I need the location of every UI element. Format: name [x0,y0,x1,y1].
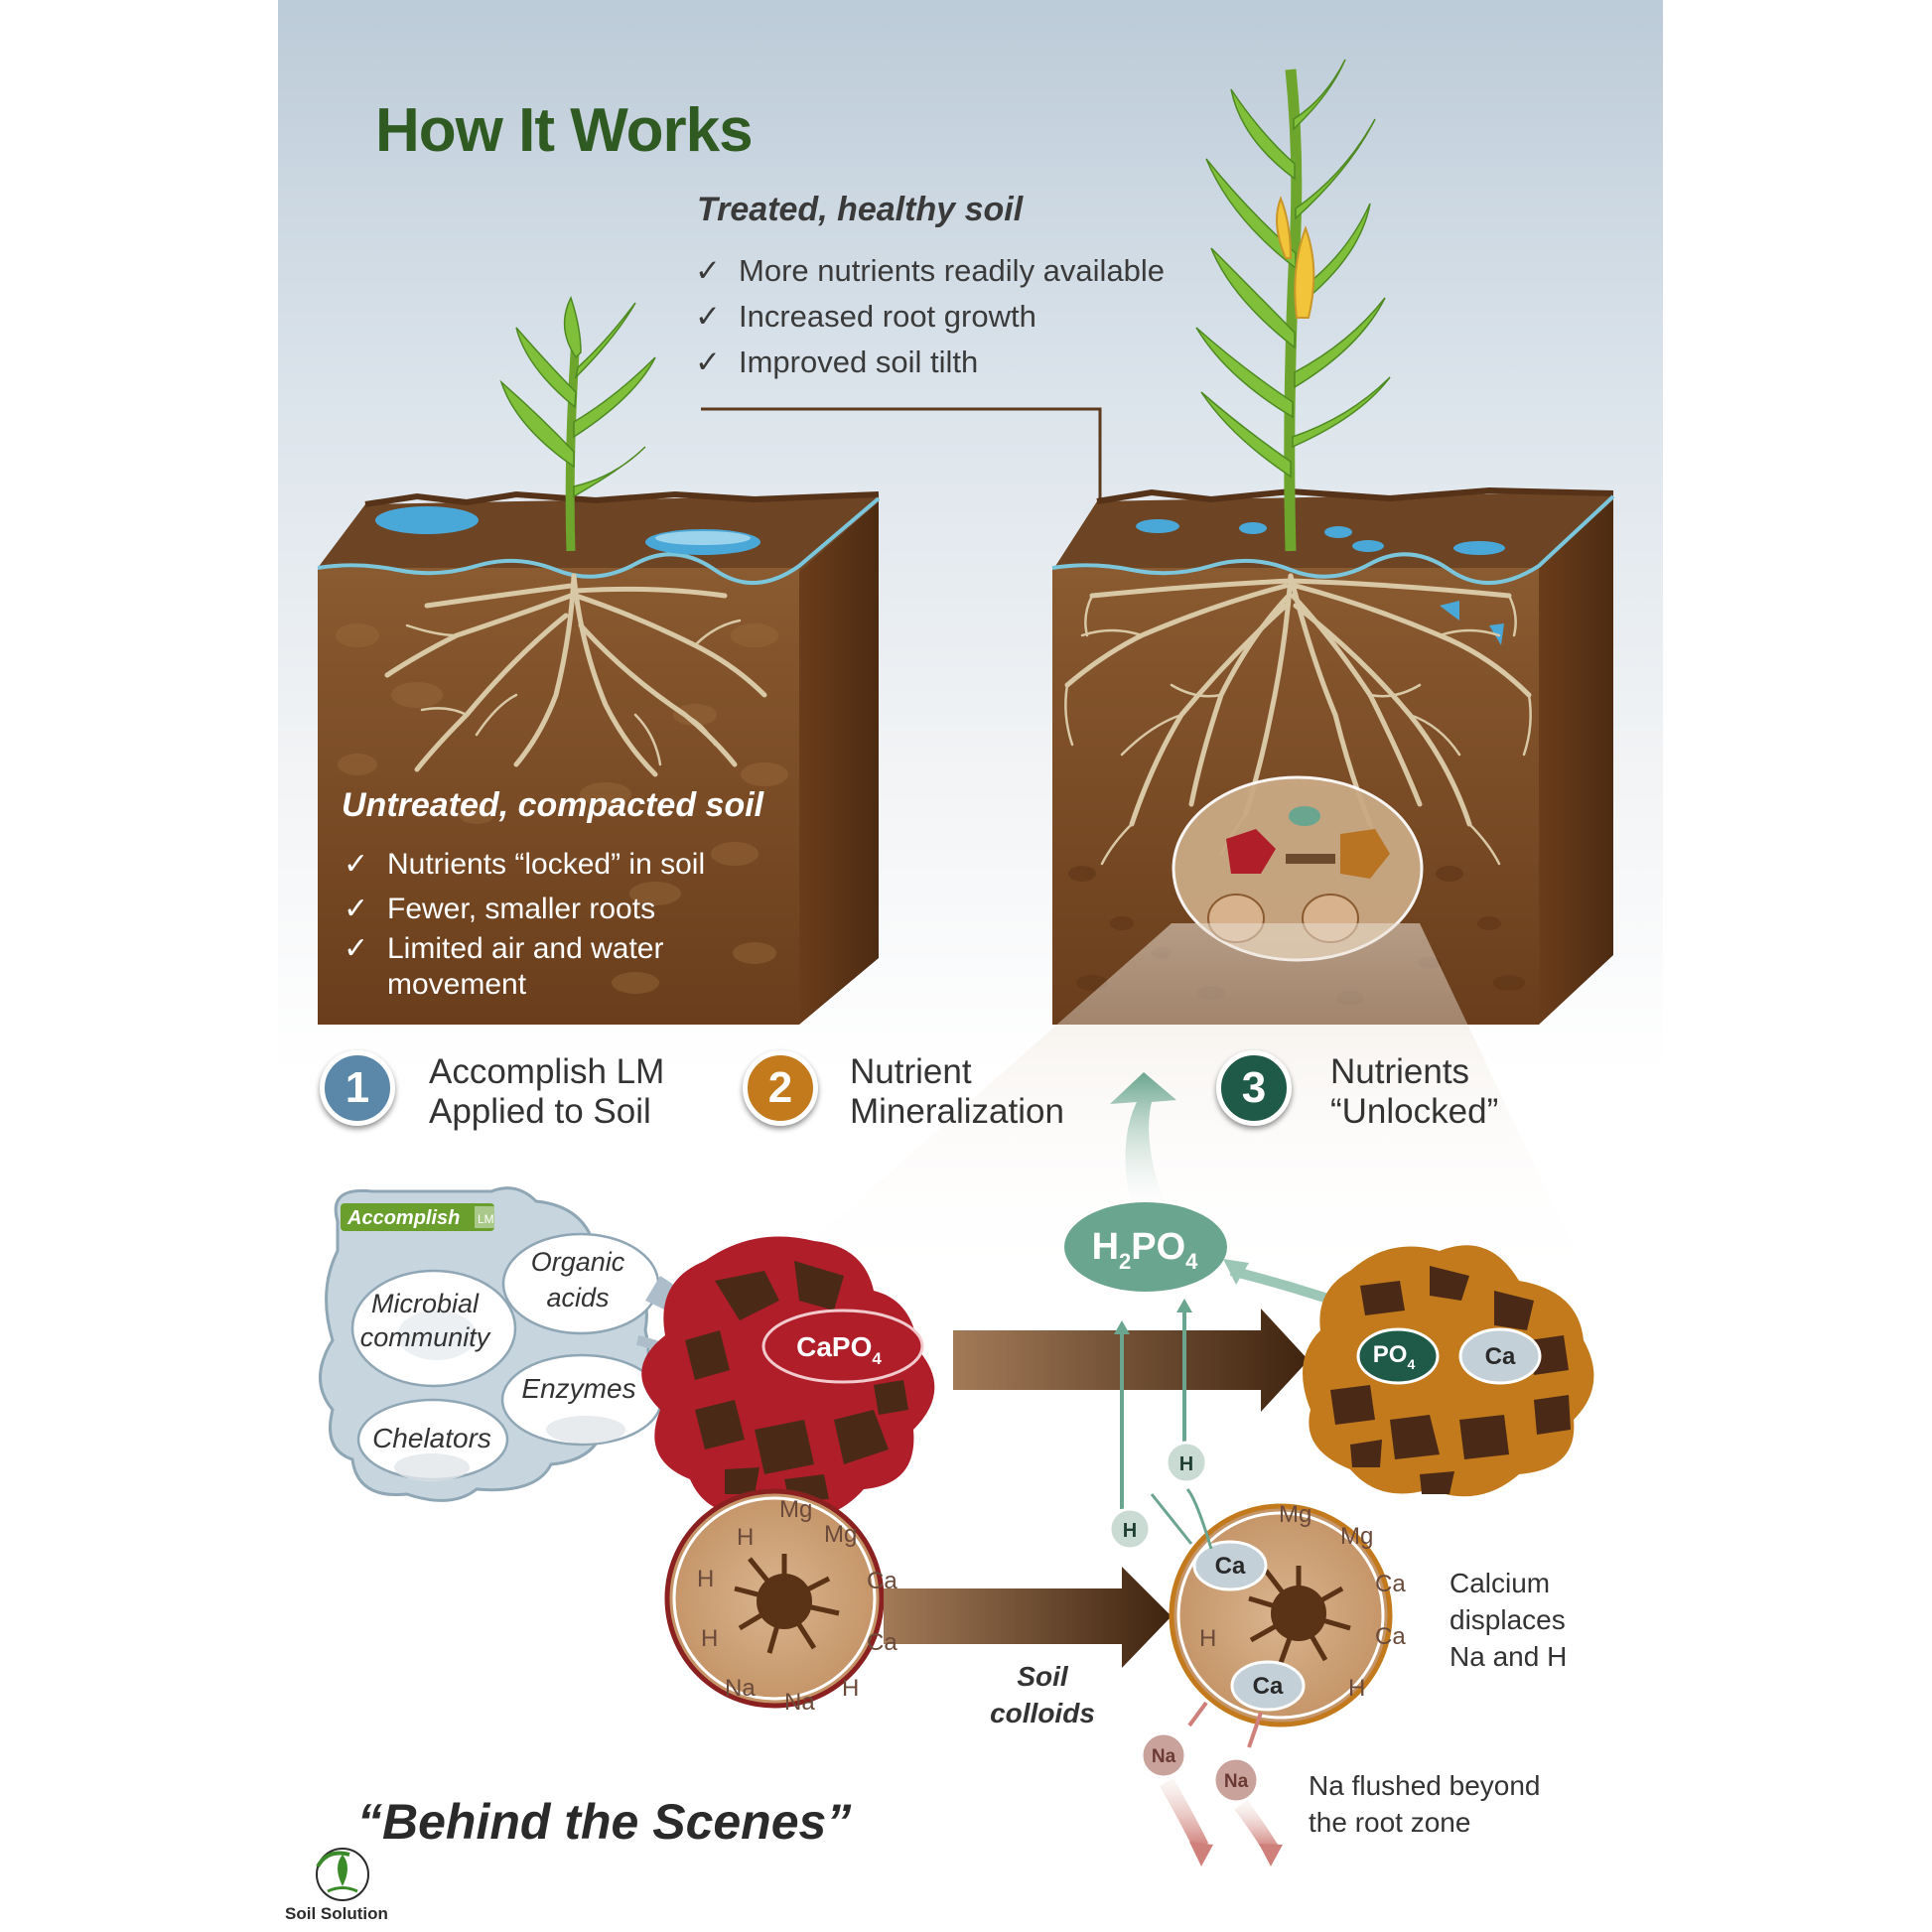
step-2-label: Nutrient Mineralization [850,1052,1064,1131]
component-microbial: Microbial [371,1289,480,1318]
na-ion-2: Na [1224,1771,1249,1792]
magnify-beam [745,923,1598,1301]
unlocked-cluster [1303,1245,1594,1497]
soil-solution-logo [316,1848,369,1901]
before-ion-0: H [737,1524,754,1551]
list-item: ✓Nutrients “locked” in soil [344,842,705,887]
after-ion-3: H [1199,1625,1216,1652]
component-chelators: Chelators [372,1423,491,1453]
accomplish-cloud [319,1186,663,1502]
before-ion-6: Ca [867,1629,897,1656]
after-ion-1: Mg [1340,1523,1373,1550]
page-title: How It Works [375,96,754,165]
na-ion-1: Na [1152,1746,1176,1767]
before-ion-5: H [701,1625,718,1652]
list-item: ✓Fewer, smaller roots [344,887,705,931]
before-ion-4: Ca [867,1568,897,1594]
na-note-2: the root zone [1309,1807,1470,1838]
check-icon: ✓ [695,253,721,288]
soil-colloids-label-2: colloids [990,1698,1095,1728]
step-3-badge: 3 [1216,1050,1292,1126]
step-1-badge: 1 [320,1050,395,1126]
untreated-issues-list: ✓Nutrients “locked” in soil ✓Fewer, smal… [344,842,705,1003]
h-ion-1: H [1179,1453,1193,1475]
before-ion-2: Mg [824,1521,857,1548]
treated-heading: Treated, healthy soil [697,191,1024,228]
ca-label-cluster: Ca [1485,1343,1516,1370]
after-ion-4: Ca [1375,1623,1406,1650]
component-microbial-2: community [360,1322,491,1352]
after-ion-5: H [1348,1675,1365,1702]
colloid-arrow [884,1567,1172,1668]
treated-benefits-list: ✓More nutrients readily available ✓Incre… [695,248,1165,385]
accomplish-brand: Accomplish [346,1207,460,1229]
colloid-after [1150,1487,1393,1727]
list-item: ✓More nutrients readily available [695,248,1165,294]
check-icon: ✓ [695,345,721,379]
check-icon: ✓ [344,848,369,881]
component-organic-2: acids [546,1283,609,1312]
capo4-label: CaPO4 [796,1331,882,1368]
before-ion-1: Mg [779,1496,812,1523]
step-3-label: Nutrients “Unlocked” [1330,1052,1499,1131]
calcium-note-3: Na and H [1449,1641,1567,1672]
component-organic: Organic [531,1247,625,1277]
before-ion-9: H [842,1675,859,1702]
h2po4-up-arrow [1110,1072,1176,1211]
list-item: ✓Increased root growth [695,294,1165,340]
callout-line [701,407,1102,508]
capo4-cluster [641,1236,935,1518]
ca-ion-2: Ca [1253,1673,1284,1700]
mineralization-arrow [953,1309,1309,1412]
na-note-1: Na flushed beyond [1309,1770,1541,1801]
small-corn-plant [499,296,656,552]
logo-text: Soil Solution [285,1904,388,1923]
tall-corn-plant [1195,59,1391,552]
untreated-heading: Untreated, compacted soil [342,786,764,824]
h2po4-label: H2PO4 [1092,1226,1199,1274]
before-ion-8: Na [784,1689,815,1716]
h-ion-2: H [1123,1520,1137,1542]
before-ion-3: H [697,1566,714,1592]
accomplish-brand-suffix: LM [478,1212,494,1226]
before-ion-7: Na [725,1675,756,1702]
component-enzymes: Enzymes [521,1373,635,1404]
check-icon: ✓ [695,299,721,334]
soil-colloids-label: Soil [1017,1661,1069,1692]
check-icon: ✓ [344,893,369,925]
behind-the-scenes-caption: “Behind the Scenes” [357,1794,852,1850]
list-item: ✓Improved soil tilth [695,340,1165,385]
untreated-soil-block [317,490,881,1025]
step-1-label: Accomplish LM Applied to Soil [429,1052,665,1131]
ca-ion-1: Ca [1215,1553,1246,1580]
list-item: ✓Limited air and water movement [344,932,664,1001]
po4-label: PO4 [1373,1341,1416,1372]
h2po4-ellipse [1064,1202,1227,1292]
check-icon: ✓ [344,932,369,965]
step-2-badge: 2 [743,1050,818,1126]
after-ion-0: Mg [1279,1501,1311,1528]
calcium-note-1: Calcium [1449,1568,1550,1598]
after-ion-2: Ca [1375,1571,1406,1597]
calcium-note-2: displaces [1449,1604,1566,1635]
colloid-before [664,1488,885,1709]
